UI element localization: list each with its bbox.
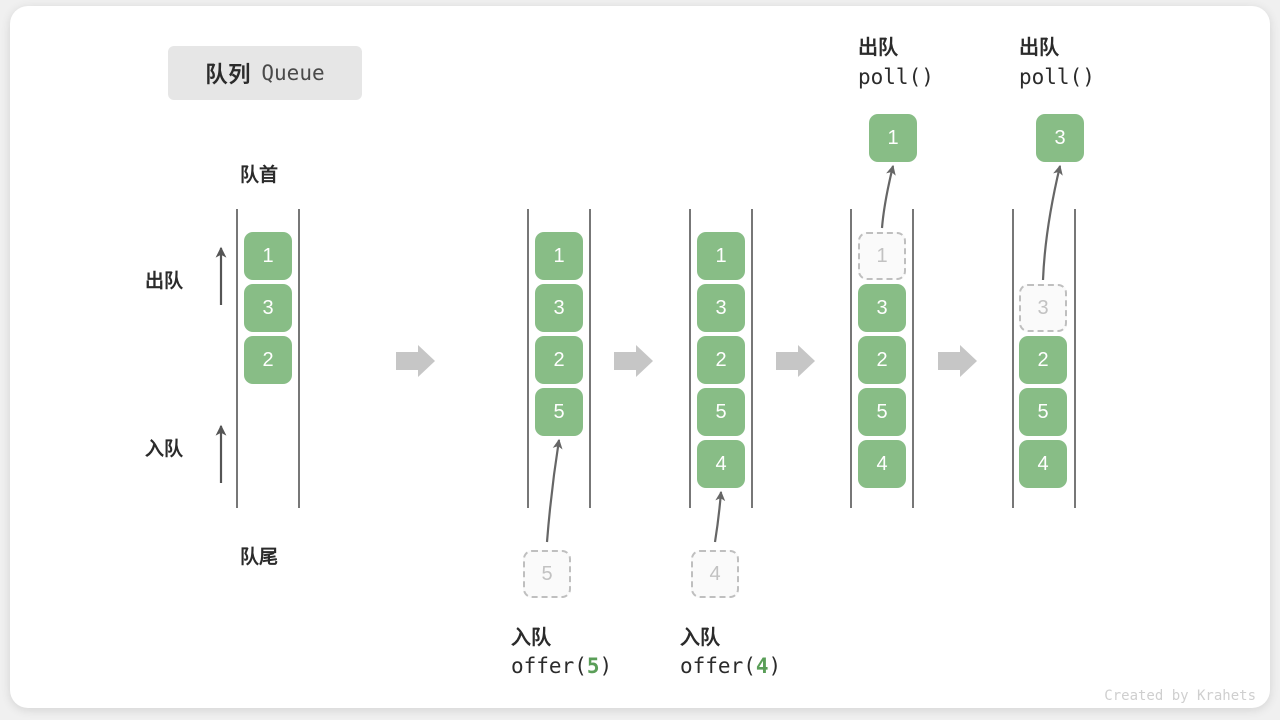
label-head: 队首: [240, 165, 279, 186]
queue-cell: 2: [697, 336, 745, 384]
queue-cell: 1: [535, 232, 583, 280]
queue-cell: 1: [244, 232, 292, 280]
queue-cell: 4: [858, 440, 906, 488]
queue-cell: 2: [1019, 336, 1067, 384]
title-en: Queue: [261, 61, 325, 85]
dequeue-arrow: [1041, 164, 1063, 281]
label-enqueue-direction: 入队: [145, 439, 184, 460]
title-cn: 队列: [205, 62, 252, 87]
queue-cell: 5: [1019, 388, 1067, 436]
credit-text: Created by Krahets: [1104, 688, 1256, 704]
queue-cell: 5: [697, 388, 745, 436]
step-arrows: [396, 345, 977, 377]
code-arg: 5: [586, 654, 600, 678]
label-dequeue-direction: 出队: [145, 271, 184, 292]
enqueue-op-code: offer(4): [680, 654, 781, 678]
dequeued-cell: 1: [869, 114, 917, 162]
code-arg: 4: [755, 654, 769, 678]
title-chip: 队列 Queue: [168, 46, 362, 100]
step-arrow: [938, 345, 977, 377]
dequeue-op-code: poll(): [1019, 65, 1095, 89]
step-arrow: [396, 345, 435, 377]
dequeue-arrow: [880, 164, 896, 229]
queue-cell: 5: [535, 388, 583, 436]
queue-cell: 1: [697, 232, 745, 280]
enqueue-op-code: offer(5): [511, 654, 612, 678]
enqueue-op-label: 入队: [511, 627, 551, 649]
dequeued-cell: 3: [1036, 114, 1084, 162]
queue-cell: 4: [697, 440, 745, 488]
dequeue-op-code: poll(): [858, 65, 934, 89]
code-prefix: offer(: [680, 654, 756, 678]
label-tail: 队尾: [240, 547, 279, 568]
dequeue-op-label: 出队: [1019, 37, 1059, 59]
code-prefix: offer(: [511, 654, 587, 678]
queue-cell-ghost: 3: [1019, 284, 1067, 332]
enqueue-arrow: [713, 490, 726, 543]
step-arrow: [776, 345, 815, 377]
dequeue-op-label: 出队: [858, 37, 898, 59]
queue-cell: 2: [535, 336, 583, 384]
queue-rails: [236, 209, 1076, 508]
queue-cell: 3: [697, 284, 745, 332]
enqueue-ghost-cell: 4: [691, 550, 739, 598]
enqueue-op-label: 入队: [680, 627, 720, 649]
queue-cell: 2: [858, 336, 906, 384]
queue-cell: 5: [858, 388, 906, 436]
flow-arrows: [215, 164, 1063, 543]
queue-cell: 3: [858, 284, 906, 332]
queue-cell: 3: [244, 284, 292, 332]
step-arrow: [614, 345, 653, 377]
queue-cell: 3: [535, 284, 583, 332]
queue-cell: 2: [244, 336, 292, 384]
queue-cell-ghost: 1: [858, 232, 906, 280]
code-suffix: ): [599, 654, 613, 678]
enqueue-arrow: [545, 438, 563, 543]
queue-cell: 4: [1019, 440, 1067, 488]
enqueue-ghost-cell: 5: [523, 550, 571, 598]
code-suffix: ): [768, 654, 782, 678]
